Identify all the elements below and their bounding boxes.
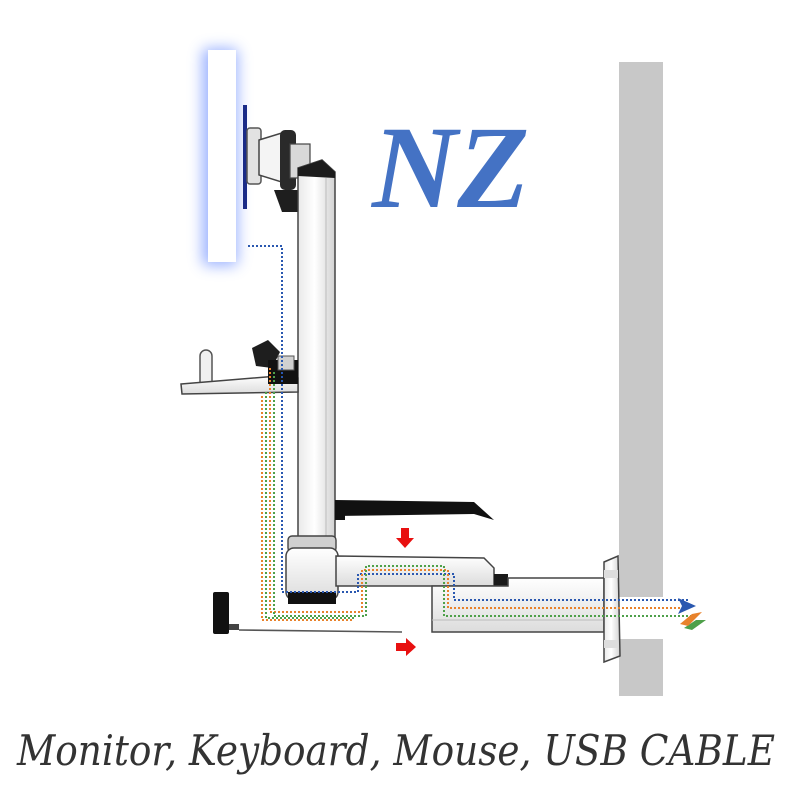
mouse-tray-icon: [335, 500, 494, 520]
red-arrow-icon: [396, 528, 414, 548]
vertical-pole: [297, 159, 336, 541]
wall-cable-opening: [619, 597, 663, 639]
wall: [619, 62, 663, 696]
mount-arm-icon: [285, 535, 605, 633]
cable-routing: [248, 245, 692, 621]
caption: Monitor, Keyboard, Mouse, USB CABLE: [16, 726, 775, 775]
monitor-screen-icon: [202, 48, 247, 266]
keyboard-tray-icon: [180, 340, 299, 395]
cable-arrow-icon: [678, 598, 706, 630]
cable-blue: [248, 245, 688, 601]
brand-logo: NZ: [370, 102, 529, 233]
red-arrow-icon: [396, 638, 416, 656]
base-bar: [213, 592, 403, 634]
cable-green: [273, 372, 692, 617]
cable-orange: [269, 368, 690, 613]
